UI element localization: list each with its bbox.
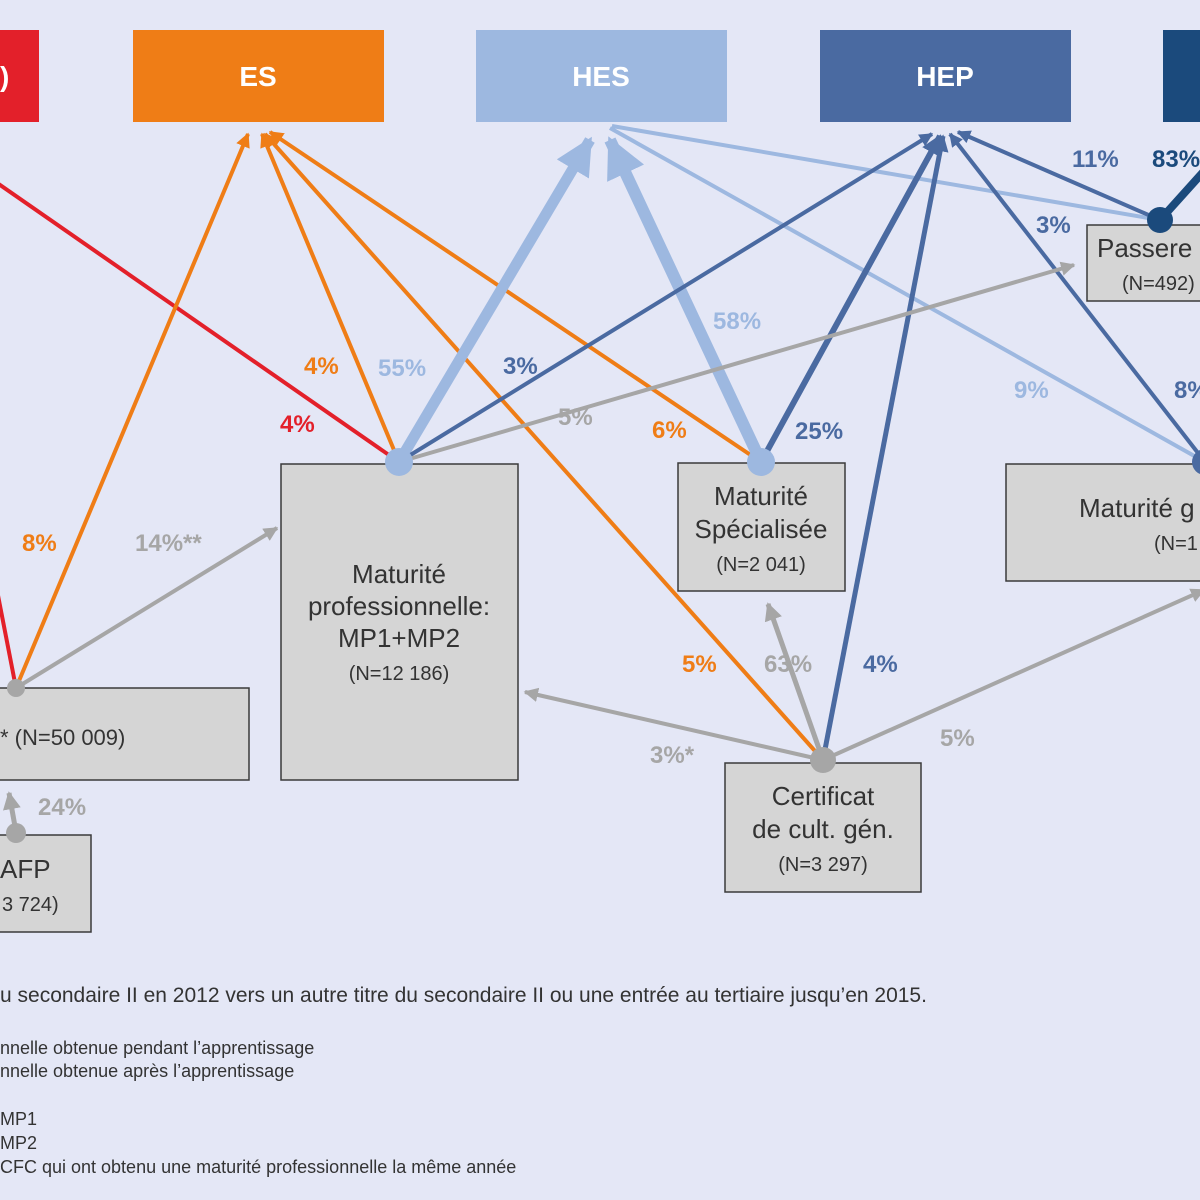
pct-mp-to-hes: 55% xyxy=(378,355,426,382)
pct-ccg-to-mg: 5% xyxy=(940,725,975,752)
edge-passerelle-to-hep xyxy=(956,130,1161,222)
svg-text:(N=1: (N=1 xyxy=(1154,533,1198,555)
edge-cfc-to-mp xyxy=(14,526,279,690)
pct-mp-to-passerelle: 5% xyxy=(558,404,593,431)
svg-text:professionnelle:: professionnelle: xyxy=(308,591,490,621)
pct-ms-to-hes: 58% xyxy=(713,308,761,335)
pct-ms-to-hep: 25% xyxy=(795,418,843,445)
pct-mp-to-es: 4% xyxy=(304,353,339,380)
dot-afp xyxy=(6,823,26,843)
edge-mg-to-hep xyxy=(948,132,1200,459)
edge-ms-to-hes xyxy=(604,136,767,465)
edge-ccg-to-mp xyxy=(523,687,824,762)
svg-text:): ) xyxy=(0,61,9,92)
pct-mp-to-hep: 3% xyxy=(503,353,538,380)
footnote-3: MP1 xyxy=(0,1109,38,1129)
footnote-main: u secondaire II en 2012 vers un autre ti… xyxy=(0,984,927,1007)
dot-mg xyxy=(1192,450,1200,474)
pct-ccg-to-mp: 3%* xyxy=(650,742,695,769)
edge-passerelle-to-hes xyxy=(611,124,1161,222)
box-cfc: * (N=50 009) xyxy=(0,687,250,781)
pct-mp-to-red: 4% xyxy=(280,411,315,438)
svg-text:HES: HES xyxy=(572,61,630,92)
pct-mg-to-hep: 8% xyxy=(1174,377,1200,404)
dot-cfc xyxy=(7,679,25,697)
svg-text:de cult. gén.: de cult. gén. xyxy=(752,814,894,844)
edge-mg-to-hes xyxy=(609,126,1200,462)
edge-cfc-to-es xyxy=(14,132,250,689)
pct-passerelle-to-dark: 83% xyxy=(1152,146,1200,173)
pct-cfc-to-mp: 14%** xyxy=(135,530,202,557)
footnote-2: nnelle obtenue après l’apprentissage xyxy=(0,1061,295,1081)
pct-mg-to-hes: 9% xyxy=(1014,377,1049,404)
pct-ccg-to-ms: 63% xyxy=(764,651,812,678)
pct-passerelle-3: 3% xyxy=(1036,212,1071,239)
svg-text:ES: ES xyxy=(239,61,276,92)
edge-mp-to-es xyxy=(260,132,401,463)
header-hep: HEP xyxy=(820,30,1071,122)
header-hes: HES xyxy=(476,30,727,122)
pct-ms-to-es: 6% xyxy=(652,417,687,444)
box-maturite-specialisee: Maturité Spécialisée (N=2 041) xyxy=(677,462,846,592)
dot-mp xyxy=(385,448,413,476)
edge-ccg-to-mg xyxy=(822,588,1200,762)
svg-text:(N=12 186): (N=12 186) xyxy=(349,663,450,685)
edge-mp-to-red xyxy=(0,182,401,464)
svg-text:3 724): 3 724) xyxy=(2,894,59,916)
svg-text:Passere: Passere xyxy=(1097,233,1192,263)
edge-cfc-to-red xyxy=(0,595,18,689)
footnote-1: nnelle obtenue pendant l’apprentissage xyxy=(0,1038,315,1058)
svg-text:Maturité: Maturité xyxy=(352,559,446,589)
svg-text:HEP: HEP xyxy=(916,61,974,92)
box-maturite-professionnelle: Maturité professionnelle: MP1+MP2 (N=12 … xyxy=(280,463,519,781)
svg-text:* (N=50 009): * (N=50 009) xyxy=(0,725,125,750)
edge-mp-to-hep xyxy=(397,132,934,464)
box-passerelle: Passere (N=492) xyxy=(1086,224,1200,302)
edge-ccg-to-hep xyxy=(820,134,949,761)
svg-text:Maturité: Maturité xyxy=(714,481,808,511)
svg-text:(N=492): (N=492) xyxy=(1122,273,1195,295)
edge-mp-to-passerelle xyxy=(398,261,1076,464)
edge-ccg-to-ms xyxy=(764,602,826,761)
pct-ccg-to-es: 5% xyxy=(682,651,717,678)
svg-text:AFP: AFP xyxy=(0,854,51,884)
footnote-4: MP2 xyxy=(0,1133,38,1153)
svg-text:(N=2 041): (N=2 041) xyxy=(716,554,806,576)
svg-text:Spécialisée: Spécialisée xyxy=(695,514,828,544)
header-red: ) xyxy=(0,30,39,122)
dot-passerelle xyxy=(1147,207,1173,233)
pct-cfc-to-es: 8% xyxy=(22,530,57,557)
svg-text:MP1+MP2: MP1+MP2 xyxy=(338,623,460,653)
edge-mp-to-hes xyxy=(394,136,595,465)
edge-ms-to-hep xyxy=(758,134,943,464)
box-maturite-gymnasiale: Maturité g (N=1 xyxy=(1005,463,1200,582)
edge-ccg-to-es xyxy=(263,132,825,762)
pct-passerelle-to-hep: 11% xyxy=(1072,146,1119,173)
edge-ms-to-es xyxy=(268,130,763,464)
dot-ccg xyxy=(810,747,836,773)
box-certificat-culture-generale: Certificat de cult. gén. (N=3 297) xyxy=(724,762,922,893)
footnote-5: CFC qui ont obtenu une maturité professi… xyxy=(0,1157,517,1177)
pct-afp-to-cfc: 24% xyxy=(38,794,86,821)
pct-ccg-to-hep: 4% xyxy=(863,651,898,678)
header-dark-blue xyxy=(1163,30,1200,122)
svg-text:(N=3 297): (N=3 297) xyxy=(778,854,868,876)
svg-text:Certificat: Certificat xyxy=(772,781,875,811)
box-afp: AFP 3 724) xyxy=(0,834,92,933)
dot-ms xyxy=(747,448,775,476)
header-es: ES xyxy=(133,30,384,122)
svg-text:Maturité g: Maturité g xyxy=(1079,493,1195,523)
